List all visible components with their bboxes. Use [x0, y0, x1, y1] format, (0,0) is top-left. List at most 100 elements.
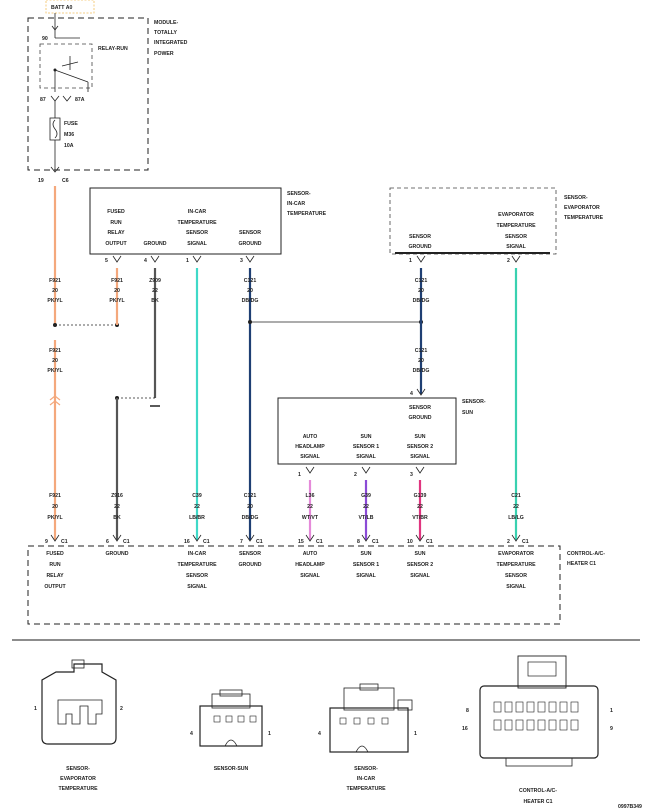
wb6-1: G139 [414, 493, 427, 499]
connector-incar-view: 4 1 SENSOR- IN-CAR TEMPERATURE [318, 683, 417, 792]
cconn-5: C1 [372, 539, 379, 545]
wb1-1: Z916 [111, 493, 123, 499]
c121a-2: 20 [247, 288, 253, 294]
wb2-1: C39 [192, 493, 202, 499]
z909-2: 22 [152, 288, 158, 294]
cpin-5: 8 [357, 539, 360, 545]
wb4-3: WT/VT [302, 515, 319, 521]
wire-labels-c121-b: C121 20 DB/DG [413, 278, 430, 304]
sun-pin-1: 1 [298, 472, 301, 478]
relay-pin-top: 90 [42, 36, 48, 42]
control-conn-pin-16: 16 [462, 726, 468, 732]
relay-contact-arm [54, 69, 89, 83]
cconn-3: C1 [256, 539, 263, 545]
cl2-3: SENSOR [186, 573, 208, 579]
cconn-7: C1 [522, 539, 529, 545]
wb0-2: 20 [52, 504, 58, 510]
cl5-1: SUN [361, 551, 372, 557]
connector-cavity [559, 719, 568, 731]
control-conn-label-1: CONTROL-A/C- [519, 788, 557, 794]
sensor-sun-name: SENSOR- SUN [462, 399, 486, 416]
cl1-1: GROUND [105, 551, 128, 557]
control-conn-cell-grid [493, 701, 579, 731]
evap-name-2: EVAPORATOR [564, 205, 600, 211]
wb6-2: 22 [417, 504, 423, 510]
cl2-1: IN-CAR [188, 551, 206, 557]
splice-f921-left [53, 323, 57, 327]
evap-conn-pin-1: 1 [34, 706, 37, 712]
cpin-0: 9 [45, 539, 48, 545]
control-labels: FUSED RUN RELAY OUTPUT GROUND IN-CAR TEM… [44, 551, 536, 590]
connector-cavity [548, 701, 557, 713]
evap-pin-2: 2 [507, 258, 510, 264]
wire-labels-f921-b: F921 20 PK/YL [109, 278, 125, 304]
sensor-incar-box [89, 187, 282, 255]
sun-l2-1: SUN [415, 434, 426, 440]
cl0-1: FUSED [46, 551, 64, 557]
incar-name-1: SENSOR- [287, 191, 311, 197]
wb0-3: PK/YL [47, 515, 63, 521]
incar-pin-5: 5 [105, 258, 108, 264]
f921b-2: 20 [114, 288, 120, 294]
wire-labels-c121-a: C121 20 DB/DG [242, 278, 259, 304]
figure-id: 0997B349 [618, 804, 642, 810]
cconn-6: C1 [426, 539, 433, 545]
cpin-4: 15 [298, 539, 304, 545]
relay-pin-87-arrow [50, 95, 60, 102]
control-conn-pin-1: 1 [610, 708, 613, 714]
wb2-2: 22 [194, 504, 200, 510]
control-name-1: CONTROL-A/C- [567, 551, 605, 557]
f921c-2: 20 [52, 358, 58, 364]
incar-pin-1: 1 [186, 258, 189, 264]
wb5-1: G39 [361, 493, 371, 499]
splice-c121-left [248, 320, 252, 324]
incar-l2-1: IN-CAR [188, 209, 206, 215]
evap-conn-label-2: EVAPORATOR [60, 776, 96, 782]
incar-conn-pin-4: 4 [318, 731, 321, 737]
pin-arrows-top [112, 255, 521, 474]
pin-arrows-control [50, 534, 521, 542]
connector-cavity [504, 701, 513, 713]
incar-conn-pin-1: 1 [414, 731, 417, 737]
cl3-1: SENSOR [239, 551, 261, 557]
wire-labels-f921-c: F921 20 PK/YL [47, 348, 63, 374]
cl3-2: GROUND [238, 562, 261, 568]
f921b-3: PK/YL [109, 298, 125, 304]
connector-cavity [504, 719, 513, 731]
connector-cavity [537, 719, 546, 731]
evap-name-1: SENSOR- [564, 195, 588, 201]
sun-pin-2: 2 [354, 472, 357, 478]
connector-cavity [537, 701, 546, 713]
module-out-conn: C6 [62, 178, 69, 184]
connector-cavity [493, 719, 502, 731]
sun-pin-3: 3 [410, 472, 413, 478]
fuse-label-2: M36 [64, 132, 74, 138]
f921a-3: PK/YL [47, 298, 63, 304]
cl4-3: SIGNAL [300, 573, 320, 579]
evap-l1-1: EVAPORATOR [498, 212, 534, 218]
cl6-2: SENSOR 2 [407, 562, 433, 568]
fuse-out-arrow [50, 166, 60, 173]
cl4-2: HEADLAMP [295, 562, 325, 568]
incar-l0-4: OUTPUT [105, 241, 127, 247]
incar-l1-1: GROUND [143, 241, 166, 247]
evap-l0-1: SENSOR [409, 234, 431, 240]
relay-pin-87: 87 [40, 97, 46, 103]
relay-pin-87a-arrow [62, 95, 72, 102]
sun-conn-label: SENSOR-SUN [214, 766, 249, 772]
incar-pin-3: 3 [240, 258, 243, 264]
connector-cavity [559, 701, 568, 713]
relay-label: RELAY-RUN [98, 46, 128, 52]
incar-conn-label-1: SENSOR- [354, 766, 378, 772]
control-name-2: HEATER C1 [567, 561, 596, 567]
sun-l1-3: SIGNAL [356, 454, 376, 460]
module-out-pin: 19 [38, 178, 44, 184]
evap-name-3: TEMPERATURE [564, 215, 604, 221]
f921c-1: F921 [49, 348, 61, 354]
fuse-element [52, 119, 58, 139]
cl4-1: AUTO [303, 551, 318, 557]
incar-conn-label-3: TEMPERATURE [346, 786, 386, 792]
cl0-4: OUTPUT [44, 584, 66, 590]
cl6-1: SUN [415, 551, 426, 557]
